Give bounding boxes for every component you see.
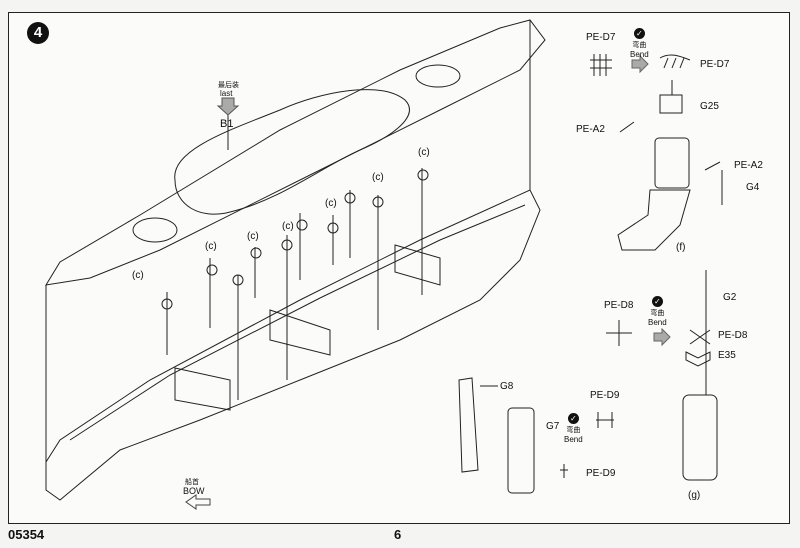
gun-label-c: (c)	[418, 147, 430, 158]
detail-mast-drawing	[458, 377, 614, 494]
kit-number: 05354	[8, 527, 45, 542]
pe-d7-bent-label: PE-D7	[700, 59, 730, 70]
bow-label: BOW	[183, 486, 205, 496]
pe-a2-left-label: PE-A2	[576, 124, 605, 135]
pe-d8-flat-label: PE-D8	[604, 300, 634, 311]
detail-f-drawing	[590, 54, 723, 251]
pe-d9-bent-label: PE-D9	[586, 468, 616, 479]
casemate-1	[174, 367, 231, 411]
detail-f-caption: (f)	[676, 242, 686, 253]
arrow-down-b1	[216, 97, 240, 116]
pe-d8-bent-label: PE-D8	[718, 330, 748, 341]
pe-d9-flat-label: PE-D9	[590, 390, 620, 401]
last-label: last	[220, 89, 233, 98]
gun-label-c: (c)	[282, 221, 294, 232]
detail-g-caption: (g)	[688, 490, 701, 501]
pe-a2-right-label: PE-A2	[734, 160, 763, 171]
part-g7-label: G7	[546, 421, 560, 432]
gun-label-c: (c)	[247, 231, 259, 242]
pe-d7-flat-label: PE-D7	[586, 32, 616, 43]
gun-label-c: (c)	[205, 241, 217, 252]
part-g4-label: G4	[746, 182, 760, 193]
barbette-fore	[415, 64, 461, 88]
part-b1-label: B1	[220, 118, 234, 130]
part-g8-label: G8	[500, 381, 514, 392]
bow-label-cn: 船首	[185, 479, 199, 486]
gun-label-c: (c)	[132, 270, 144, 281]
check-icon: ✓	[633, 28, 645, 39]
hull-wall	[69, 204, 526, 441]
deck-cutout	[174, 89, 410, 215]
gun-markers	[161, 168, 429, 400]
bow-arrow	[185, 494, 211, 510]
deck-outline	[45, 19, 546, 286]
detail-g-drawing	[606, 270, 718, 481]
gun-label-c: (c)	[372, 172, 384, 183]
step-number: 4	[27, 22, 49, 44]
part-g25-label: G25	[700, 101, 719, 112]
casemate-3	[394, 244, 441, 286]
last-label-cn: 最后装	[218, 82, 239, 89]
hull-outline	[45, 189, 541, 501]
check-icon: ✓	[651, 296, 663, 307]
casemate-2	[269, 309, 331, 356]
check-icon: ✓	[567, 413, 579, 424]
gun-label-c: (c)	[325, 198, 337, 209]
barbette-aft	[132, 217, 178, 243]
page-number: 6	[394, 527, 402, 542]
part-g2-label: G2	[723, 292, 737, 303]
part-e35-label: E35	[718, 350, 736, 361]
